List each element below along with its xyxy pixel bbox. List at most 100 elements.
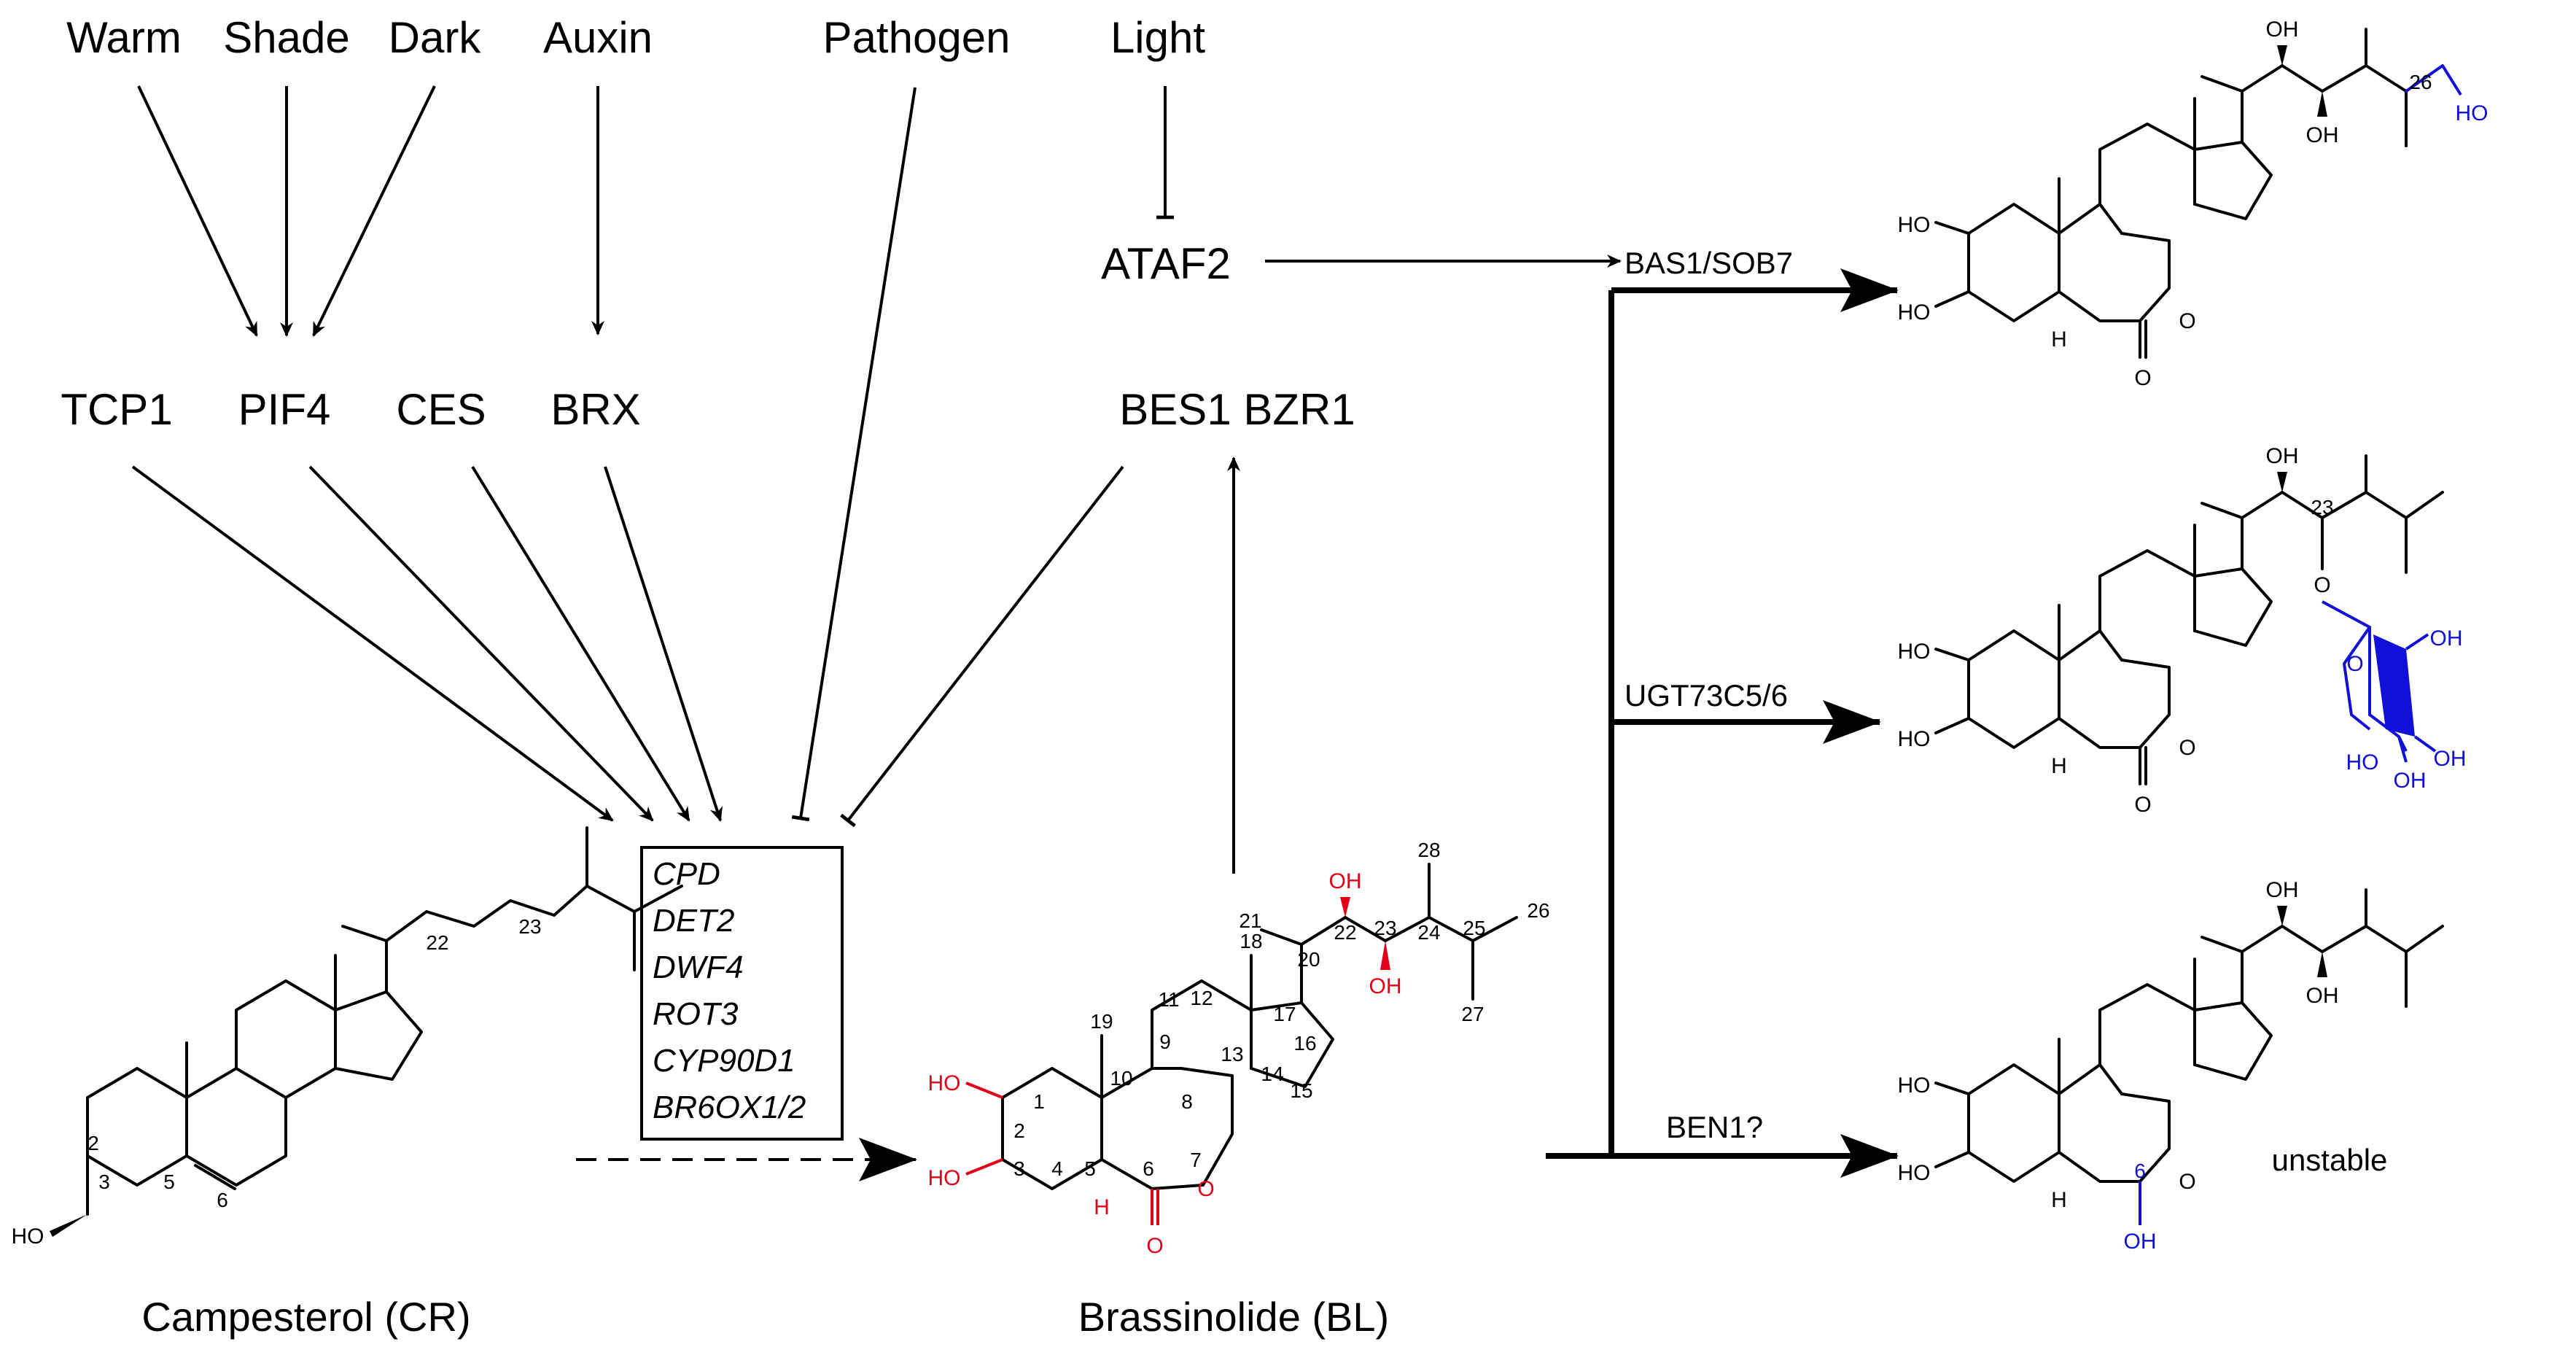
svg-text:21: 21 [1239, 909, 1261, 932]
svg-text:24: 24 [1417, 921, 1440, 944]
svg-text:6: 6 [217, 1189, 228, 1211]
svg-text:6: 6 [2134, 1160, 2146, 1182]
factor-brx: BRX [550, 385, 640, 434]
svg-text:HO: HO [1898, 727, 1931, 751]
campesterol-structure: HO 2 3 5 6 22 23 Campesterol (CR) [12, 826, 683, 1340]
svg-text:HO: HO [2346, 750, 2379, 774]
svg-text:OH: OH [2266, 444, 2299, 468]
gene-br6ox: BR6OX1/2 [653, 1090, 806, 1125]
svg-text:6: 6 [1143, 1157, 1154, 1180]
brassinolide-label: Brassinolide (BL) [1078, 1294, 1389, 1340]
svg-text:O: O [2179, 1170, 2195, 1194]
bl-lactone-o: O [1197, 1177, 1214, 1201]
gene-cyp90d1: CYP90D1 [653, 1043, 795, 1079]
bl-h-5: H [1094, 1195, 1110, 1219]
gene-rot3: ROT3 [653, 996, 739, 1032]
svg-text:OH: OH [2306, 984, 2339, 1008]
arrow-brx-genes [604, 466, 723, 822]
svg-text:1: 1 [1033, 1090, 1045, 1113]
svg-text:17: 17 [1273, 1003, 1296, 1025]
svg-text:26: 26 [1527, 899, 1549, 922]
svg-text:2: 2 [87, 1132, 99, 1154]
inhibit-pathogen-genes [791, 87, 917, 822]
signal-shade: Shade [223, 13, 350, 62]
svg-text:OH: OH [2434, 747, 2467, 771]
svg-text:7: 7 [1190, 1149, 1202, 1171]
brassinolide-structure: HO HO O O OH OH H 1 2 3 4 5 6 7 8 9 10 1… [928, 839, 1550, 1340]
signal-auxin: Auxin [543, 13, 653, 62]
svg-text:O: O [2134, 366, 2151, 390]
bl-oh-22: OH [1329, 869, 1362, 893]
campesterol-label: Campesterol (CR) [141, 1294, 470, 1340]
svg-text:O: O [2134, 793, 2151, 817]
svg-text:O: O [2314, 573, 2330, 597]
svg-text:3: 3 [98, 1170, 110, 1193]
svg-text:OH: OH [2306, 123, 2339, 147]
svg-text:16: 16 [1293, 1032, 1316, 1055]
regulatory-arrows [131, 85, 1622, 1181]
svg-text:H: H [2051, 754, 2067, 778]
svg-text:13: 13 [1221, 1043, 1243, 1065]
factor-ces: CES [396, 385, 486, 434]
svg-text:22: 22 [1334, 921, 1356, 944]
product1-oh-26: HO [2456, 101, 2489, 125]
biosynthesis-gene-box: CPD DET2 DWF4 ROT3 CYP90D1 BR6OX1/2 [640, 846, 844, 1141]
enzyme-ben1: BEN1? [1666, 1110, 1763, 1144]
catabolism-branches: BAS1/SOB7 UGT73C5/6 BEN1? [1546, 246, 1899, 1178]
svg-text:5: 5 [163, 1170, 175, 1193]
svg-text:HO: HO [1898, 213, 1931, 237]
svg-text:HO: HO [1898, 1073, 1931, 1098]
svg-text:OH: OH [2394, 769, 2427, 793]
svg-text:12: 12 [1190, 987, 1213, 1009]
arrow-dark-pif4 [312, 85, 436, 337]
gene-det2: DET2 [653, 903, 734, 939]
svg-text:2: 2 [1013, 1119, 1025, 1142]
bl-oh-23: OH [1369, 974, 1402, 998]
inhibit-bes1-genes [840, 465, 1124, 828]
svg-text:8: 8 [1181, 1090, 1193, 1113]
gene-dwf4: DWF4 [653, 950, 744, 985]
factor-pif4: PIF4 [238, 385, 331, 434]
svg-text:11: 11 [1158, 988, 1179, 1011]
svg-text:20: 20 [1297, 948, 1320, 971]
svg-text:14: 14 [1261, 1063, 1283, 1085]
signal-dark: Dark [389, 13, 482, 62]
svg-text:26: 26 [2409, 71, 2432, 93]
gene-cpd: CPD [653, 856, 720, 892]
svg-text:O: O [2179, 309, 2195, 333]
bl-ho-3: HO [928, 1166, 961, 1190]
arrow-tcp1-genes [131, 465, 614, 822]
signal-light: Light [1110, 13, 1205, 62]
signal-warm: Warm [66, 13, 182, 62]
svg-text:9: 9 [1159, 1030, 1171, 1053]
product-23-glucoside-bl: HO HO O O H OH O 23 O OH OH OH HO [1898, 444, 2467, 817]
gene-box-frame [640, 846, 844, 1141]
enzyme-bas1-sob7: BAS1/SOB7 [1624, 246, 1793, 280]
svg-text:4: 4 [1051, 1157, 1063, 1180]
signal-pathogen: Pathogen [823, 13, 1011, 62]
unstable-note: unstable [2272, 1143, 2388, 1177]
factor-ataf2: ATAF2 [1101, 239, 1231, 288]
svg-text:HO: HO [1898, 300, 1931, 325]
glucose-ring: O OH OH OH HO [2322, 600, 2467, 793]
svg-text:HO: HO [1898, 640, 1931, 664]
svg-text:23: 23 [518, 915, 541, 938]
svg-text:28: 28 [1417, 839, 1440, 861]
svg-text:19: 19 [1090, 1010, 1113, 1033]
product-26-hydroxy-bl: HO HO O O H OH OH 26 HO [1898, 18, 2489, 390]
svg-text:22: 22 [426, 931, 448, 954]
svg-text:23: 23 [2311, 496, 2333, 519]
svg-text:18: 18 [1240, 930, 1262, 952]
product-6-hydroxy-unstable: HO HO O H OH OH 6 OH unstable [1898, 878, 2444, 1254]
factor-tcp1: TCP1 [61, 385, 172, 434]
svg-text:15: 15 [1290, 1079, 1312, 1102]
svg-text:5: 5 [1084, 1157, 1096, 1180]
svg-text:OH: OH [2430, 626, 2463, 651]
svg-text:H: H [2051, 1188, 2067, 1212]
svg-text:10: 10 [1110, 1067, 1132, 1090]
factor-bes1-bzr1: BES1 BZR1 [1119, 385, 1355, 434]
arrow-ces-genes [471, 465, 690, 822]
svg-text:3: 3 [1013, 1157, 1025, 1180]
campesterol-ho: HO [12, 1224, 44, 1249]
